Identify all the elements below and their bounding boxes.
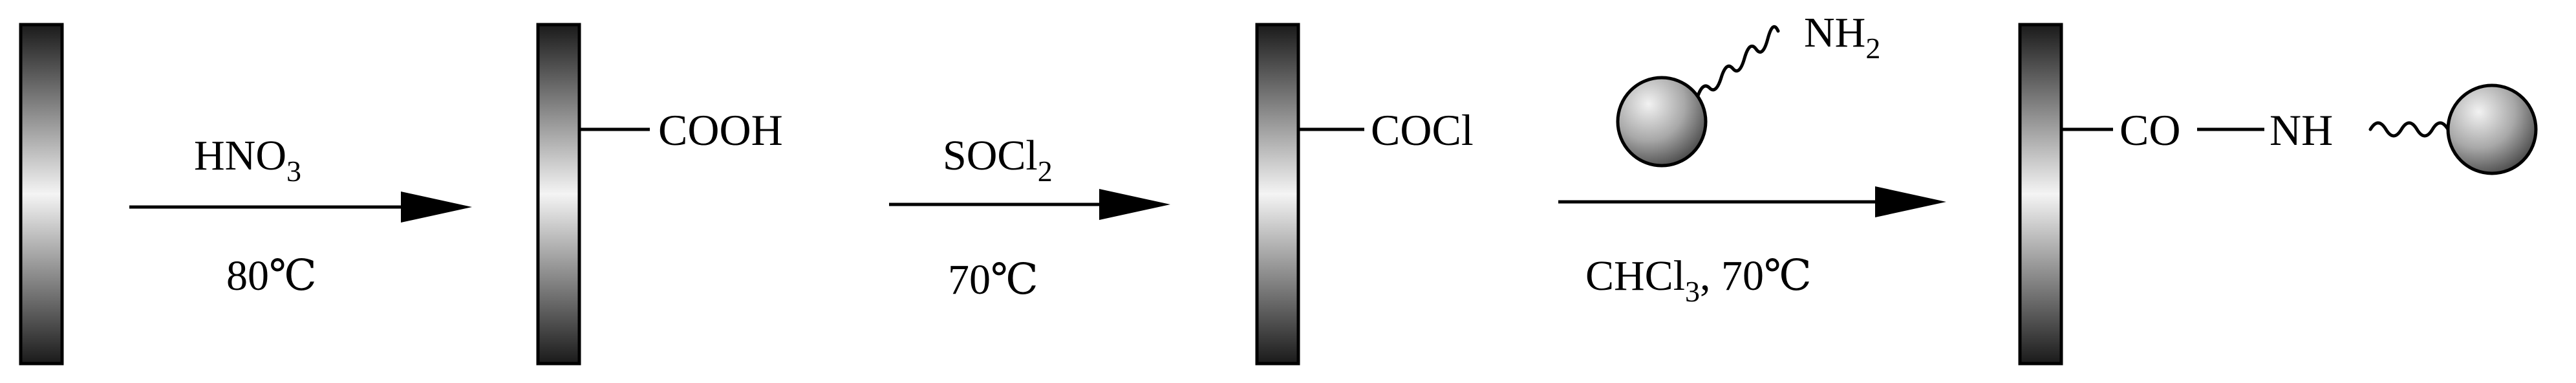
- step-3-condition: CHCl3, 70℃: [1585, 252, 1812, 308]
- step-2-condition: 70℃: [948, 256, 1038, 303]
- arrowhead-icon: [401, 192, 472, 223]
- gradient-plate-icon: [2018, 23, 2063, 366]
- sphere-icon: [2446, 83, 2538, 175]
- step-3: NH2 CHCl3, 70℃: [1558, 9, 1946, 308]
- wavy-linker-icon: [2368, 121, 2450, 138]
- stage-2-group: COOH: [658, 105, 783, 155]
- step-2: SOCl2 70℃: [889, 132, 1170, 303]
- stage-2-carboxylated: COOH: [536, 23, 783, 366]
- sphere-icon: [1616, 76, 1708, 168]
- gradient-plate-icon: [1255, 23, 1300, 366]
- gradient-plate-icon: [536, 23, 581, 366]
- step-1: HNO3 80℃: [129, 132, 472, 300]
- stage-3-group: COCl: [1371, 105, 1474, 155]
- arrowhead-icon: [1099, 189, 1170, 220]
- wavy-linker-icon: [1696, 25, 1780, 98]
- gradient-plate-icon: [19, 23, 64, 366]
- step-1-condition: 80℃: [226, 252, 317, 300]
- step-1-reagent: HNO3: [194, 132, 301, 188]
- stage-3-acyl-chloride: COCl: [1255, 23, 1474, 366]
- step-3-amine: NH2: [1804, 9, 1880, 65]
- stage-4-group-left: CO: [2120, 105, 2180, 155]
- stage-1-pristine: [19, 23, 64, 366]
- stage-4-group-right: NH: [2270, 105, 2333, 155]
- stage-4-amide-product: CO NH: [2018, 23, 2538, 366]
- step-2-reagent: SOCl2: [943, 132, 1053, 188]
- arrowhead-icon: [1875, 186, 1946, 217]
